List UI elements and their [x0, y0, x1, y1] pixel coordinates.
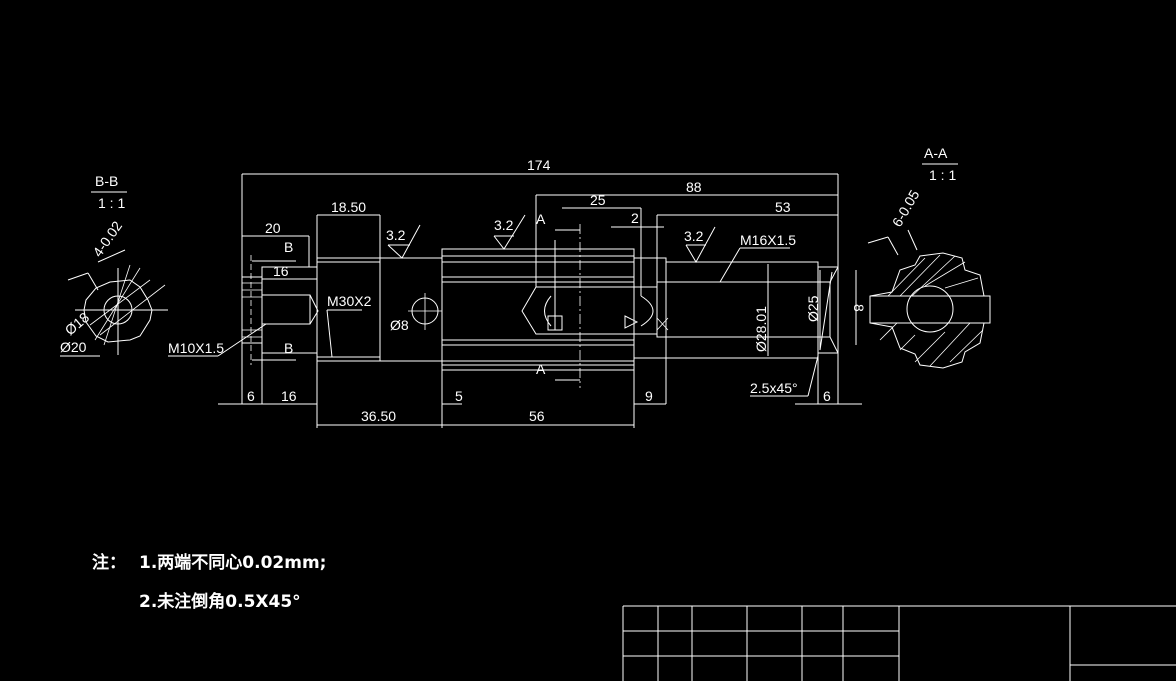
callout-m10: M10X1.5 [168, 340, 224, 356]
callout-d28: Ø28.01 [753, 306, 769, 352]
dim-6-left: 6 [247, 388, 255, 404]
roughness-1: 3.2 [386, 227, 406, 243]
section-bb-dim-18: Ø18 [62, 309, 93, 338]
callout-m30: M30X2 [327, 293, 372, 309]
notes-label: 注： [92, 553, 126, 573]
section-a-a: A-A 1 : 1 8 6-0.05 [851, 145, 991, 369]
section-bb-scale: 1 : 1 [98, 195, 125, 211]
dim-2: 2 [631, 210, 639, 226]
section-aa-scale: 1 : 1 [929, 167, 956, 183]
section-aa-title: A-A [924, 145, 948, 161]
dim-18-50: 18.50 [331, 199, 366, 215]
dim-88: 88 [686, 179, 702, 195]
main-shaft-view: 174 88 53 25 2 20 18.50 16 6 16 36.50 56… [168, 157, 862, 428]
dim-9: 9 [645, 388, 653, 404]
dim-36-50: 36.50 [361, 408, 396, 424]
section-bb-title: B-B [95, 173, 118, 189]
section-aa-dim-8: 8 [851, 304, 867, 312]
section-mark-b-bottom: B [284, 340, 293, 356]
section-aa-dim-tol: 6-0.05 [889, 187, 923, 230]
dim-16-top: 16 [273, 263, 289, 279]
roughness-2: 3.2 [494, 217, 514, 233]
callout-chamfer: 2.5x45° [750, 380, 798, 396]
dim-174: 174 [527, 157, 551, 173]
dim-53: 53 [775, 199, 791, 215]
section-mark-a-bottom: A [536, 361, 546, 377]
dim-16-bottom: 16 [281, 388, 297, 404]
section-mark-a-top: A [536, 211, 546, 227]
section-bb-dim-tol: 4-0.02 [89, 218, 125, 260]
callout-d25: Ø25 [805, 295, 821, 322]
dim-20: 20 [265, 220, 281, 236]
dim-5: 5 [455, 388, 463, 404]
callout-m16: M16X1.5 [740, 232, 796, 248]
roughness-3: 3.2 [684, 228, 704, 244]
dim-6-right: 6 [823, 388, 831, 404]
note-line-2: 2.未注倒角0.5X45° [139, 592, 301, 612]
callout-hole: Ø8 [390, 317, 409, 333]
section-b-b: B-B 1 : 1 4-0.02 Ø18 Ø20 [60, 173, 168, 357]
note-line-1: 1.两端不同心0.02mm; [139, 553, 327, 573]
dim-25: 25 [590, 192, 606, 208]
title-block [622, 605, 1176, 681]
section-bb-dim-20: Ø20 [60, 339, 87, 355]
dim-56: 56 [529, 408, 545, 424]
section-mark-b-top: B [284, 239, 293, 255]
